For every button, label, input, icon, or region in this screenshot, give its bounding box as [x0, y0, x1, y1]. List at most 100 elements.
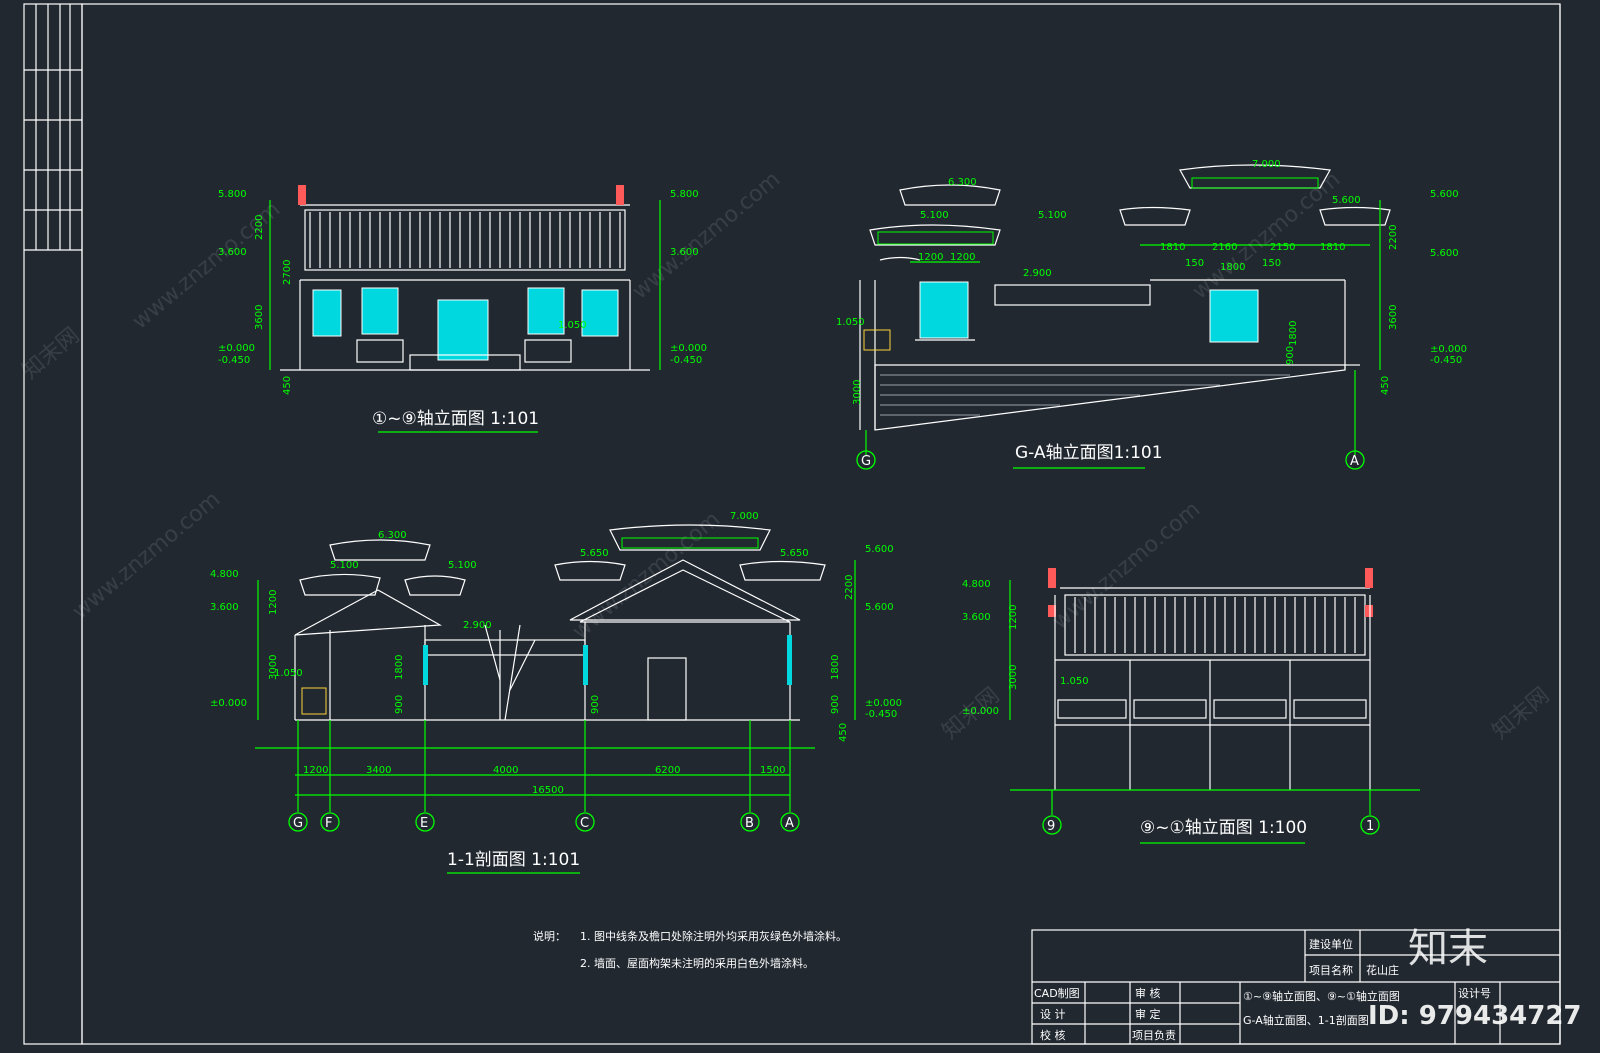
svg-text:5.100: 5.100	[330, 560, 359, 571]
svg-text:3.600: 3.600	[218, 247, 247, 258]
axis-bubble-g	[856, 450, 876, 470]
svg-text:3000: 3000	[268, 655, 279, 680]
svg-text:1. 图中线条及檐口处除注明外均采用灰绿色外墙涂料。: 1. 图中线条及檐口处除注明外均采用灰绿色外墙涂料。	[580, 929, 847, 943]
svg-text:4.800: 4.800	[962, 579, 991, 590]
axis-bubble-a	[1345, 450, 1365, 470]
svg-text:1200: 1200	[918, 252, 943, 263]
svg-text:5.600: 5.600	[865, 544, 894, 555]
section-1-1-title: 1-1剖面图 1:101	[447, 850, 580, 870]
svg-text:5.600: 5.600	[1430, 248, 1459, 259]
axis-bubble-c	[575, 812, 595, 832]
axis-bubble-b	[740, 812, 760, 832]
title-block: 建设单位 项目名称 花山庄 CAD制图 设 计 校 核 审 核 审 定 项目负责…	[1031, 929, 1561, 1045]
svg-text:G: G	[861, 454, 871, 469]
svg-text:2. 墙面、屋面构架未注明的采用白色外墙涂料。: 2. 墙面、屋面构架未注明的采用白色外墙涂料。	[580, 956, 814, 970]
svg-text:5.600: 5.600	[1430, 189, 1459, 200]
svg-text:900: 900	[394, 695, 405, 714]
svg-text:5.600: 5.600	[865, 602, 894, 613]
svg-text:www.znzmo.com: www.znzmo.com	[68, 487, 225, 625]
svg-text:2.900: 2.900	[1023, 268, 1052, 279]
svg-text:±0.000: ±0.000	[962, 706, 999, 717]
svg-text:CAD制图: CAD制图	[1034, 987, 1080, 1000]
svg-text:1.050: 1.050	[274, 668, 303, 679]
svg-text:7.000: 7.000	[1252, 159, 1281, 170]
svg-text:F: F	[325, 816, 332, 831]
svg-text:3.600: 3.600	[962, 612, 991, 623]
svg-text:5.650: 5.650	[580, 548, 609, 559]
binding-strip	[23, 3, 83, 1045]
svg-text:1800: 1800	[1220, 262, 1245, 273]
axis-bubble-g	[288, 812, 308, 832]
axis-bubble-1	[1360, 815, 1380, 835]
svg-text:900: 900	[830, 695, 841, 714]
svg-text:2200: 2200	[1388, 225, 1399, 250]
svg-text:校 核: 校 核	[1040, 1028, 1066, 1042]
svg-text:1810: 1810	[1320, 242, 1345, 253]
svg-text:花山庄: 花山庄	[1366, 963, 1399, 977]
svg-text:项目负责: 项目负责	[1132, 1028, 1176, 1042]
svg-text:www.znzmo.com: www.znzmo.com	[1048, 497, 1205, 635]
svg-text:7.000: 7.000	[730, 511, 759, 522]
sheet-frame	[81, 3, 1561, 1045]
svg-text:1800: 1800	[1288, 321, 1299, 346]
svg-text:1500: 1500	[760, 765, 785, 776]
svg-text:www.znzmo.com: www.znzmo.com	[628, 167, 785, 305]
svg-text:2150: 2150	[1270, 242, 1295, 253]
svg-text:-0.450: -0.450	[865, 709, 897, 720]
svg-text:1200: 1200	[950, 252, 975, 263]
svg-text:1800: 1800	[394, 655, 405, 680]
svg-text:6200: 6200	[655, 765, 680, 776]
svg-text:G: G	[293, 816, 303, 831]
svg-text:±0.000: ±0.000	[210, 698, 247, 709]
elevation-g-a-title: G-A轴立面图1:101	[1015, 443, 1163, 463]
svg-text:-0.450: -0.450	[1430, 355, 1462, 366]
svg-text:1200: 1200	[1008, 605, 1019, 630]
elevation-1-9-title: ①~⑨轴立面图 1:101	[372, 409, 539, 429]
svg-text:知末网: 知末网	[1488, 683, 1555, 745]
svg-text:www.znzmo.com: www.znzmo.com	[568, 507, 725, 645]
svg-text:审 定: 审 定	[1135, 1007, 1161, 1021]
svg-text:5.800: 5.800	[670, 189, 699, 200]
svg-text:-0.450: -0.450	[670, 355, 702, 366]
watermark: www.znzmo.com www.znzmo.com www.znzmo.co…	[18, 167, 1582, 1031]
svg-text:4.800: 4.800	[210, 569, 239, 580]
svg-text:A: A	[785, 816, 794, 831]
axis-bubble-f	[320, 812, 340, 832]
svg-text:6.300: 6.300	[948, 177, 977, 188]
svg-text:900: 900	[590, 695, 601, 714]
svg-text:450: 450	[838, 723, 849, 742]
svg-text:5.600: 5.600	[1332, 195, 1361, 206]
svg-text:2200: 2200	[254, 215, 265, 240]
svg-text:A: A	[1350, 454, 1359, 469]
svg-text:-0.450: -0.450	[218, 355, 250, 366]
svg-text:3000: 3000	[1008, 665, 1019, 690]
svg-text:3400: 3400	[366, 765, 391, 776]
elevation-9-1: 4.800 3.600 ±0.000 1.050 1200 3000 9 1 ⑨…	[962, 568, 1420, 844]
svg-text:设 计: 设 计	[1040, 1008, 1066, 1021]
svg-text:1.050: 1.050	[558, 320, 587, 331]
svg-text:1810: 1810	[1160, 242, 1185, 253]
svg-text:±0.000: ±0.000	[670, 343, 707, 354]
svg-text:1200: 1200	[268, 590, 279, 615]
axis-bubble-9	[1042, 815, 1062, 835]
svg-text:说明：: 说明：	[533, 929, 566, 943]
svg-text:2700: 2700	[282, 260, 293, 285]
svg-text:±0.000: ±0.000	[865, 698, 902, 709]
axis-bubble-a	[780, 812, 800, 832]
svg-text:2160: 2160	[1212, 242, 1237, 253]
svg-text:5.100: 5.100	[1038, 210, 1067, 221]
svg-text:1: 1	[1366, 819, 1374, 834]
svg-text:150: 150	[1185, 258, 1204, 269]
svg-text:9: 9	[1047, 819, 1055, 834]
svg-text:建设单位: 建设单位	[1309, 937, 1353, 951]
design-notes: 说明： 1. 图中线条及檐口处除注明外均采用灰绿色外墙涂料。 2. 墙面、屋面构…	[533, 929, 847, 970]
svg-text:5.100: 5.100	[920, 210, 949, 221]
svg-text:150: 150	[1262, 258, 1281, 269]
section-1-1: 4.800 3.600 ±0.000 6.300 5.100 5.100 7.0…	[210, 511, 902, 874]
svg-text:3000: 3000	[852, 380, 863, 405]
brand-logo: 知末	[1408, 926, 1488, 972]
elevation-1-9: 5.800 3.600 ±0.000 -0.450 5.800 3.600 ±0…	[218, 185, 707, 433]
svg-text:450: 450	[282, 376, 293, 395]
svg-text:1.050: 1.050	[1060, 676, 1089, 687]
